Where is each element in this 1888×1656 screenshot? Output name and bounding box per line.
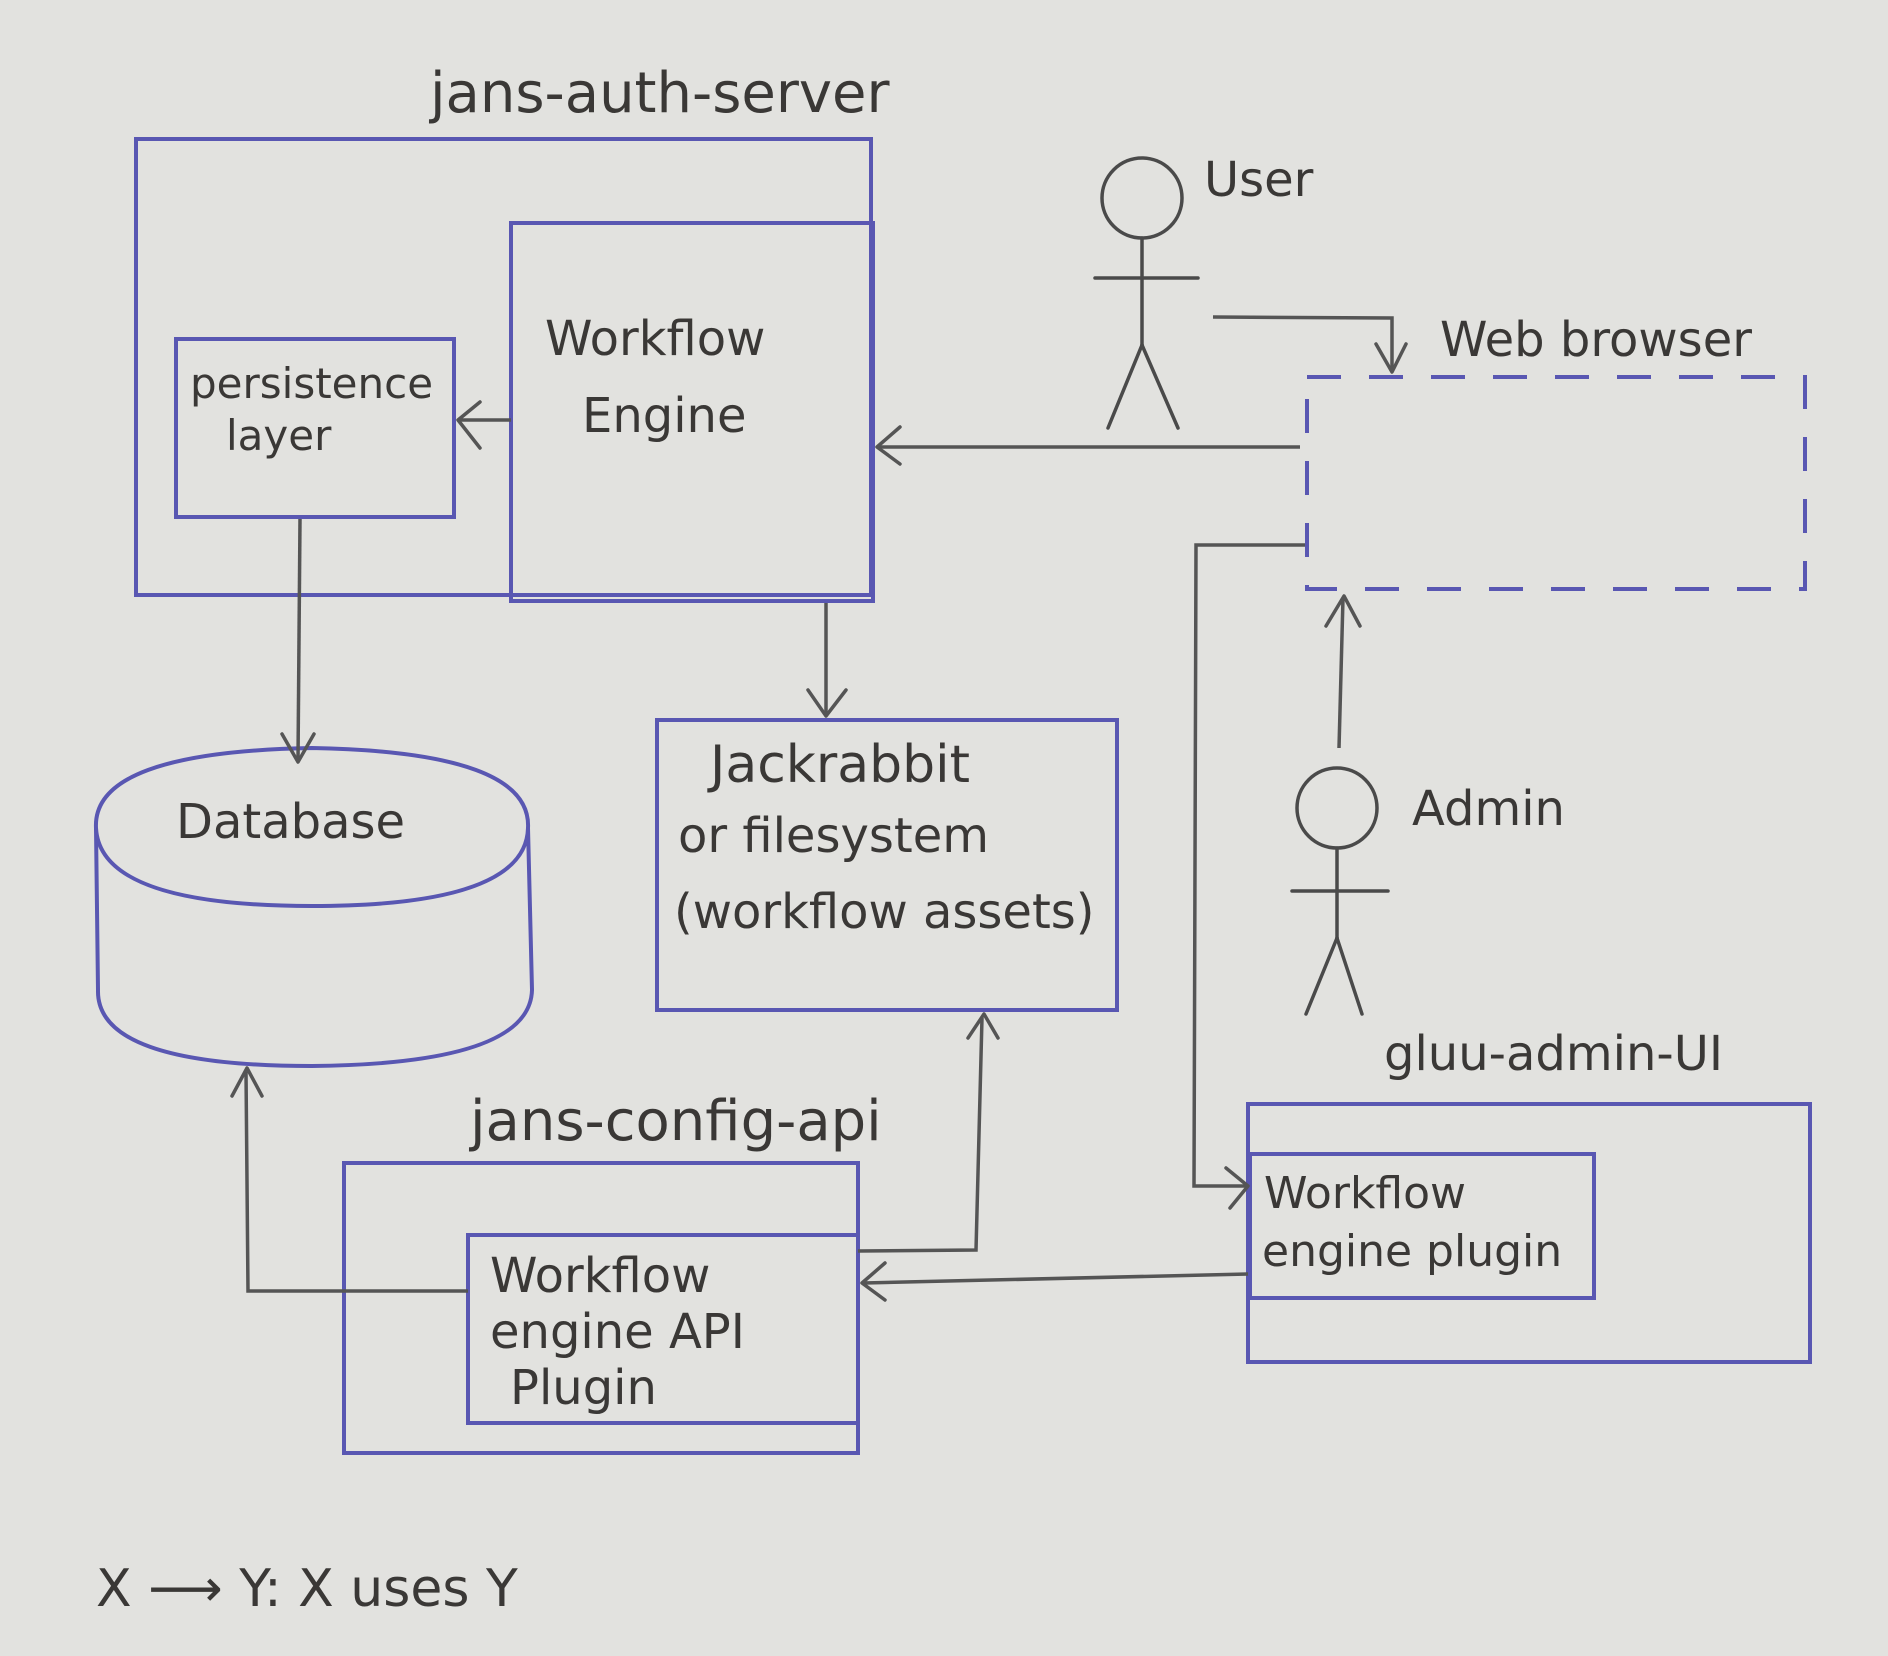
- admin-plugin-label-line1: Workflow: [1264, 1168, 1466, 1219]
- admin-ui-title: gluu-admin-UI: [1384, 1026, 1723, 1082]
- config-plugin-box: [466, 1233, 860, 1425]
- edge-config-plugin-to-storage: [857, 1012, 1000, 1253]
- legend-text: X ⟶ Y: X uses Y: [96, 1559, 518, 1619]
- edge-admin-to-browser: [1324, 594, 1362, 749]
- database-label: Database: [176, 794, 405, 850]
- edge-admin-plugin-to-config-plugin: [860, 1261, 1249, 1302]
- edge-browser-to-admin-plugin: [1192, 543, 1305, 1210]
- config-plugin-label-line2: engine API: [490, 1304, 745, 1360]
- persistence-layer-box: [174, 337, 456, 519]
- user-label: User: [1204, 152, 1314, 208]
- edge-browser-to-engine: [875, 425, 1300, 466]
- edge-user-to-browser: [1212, 315, 1408, 374]
- persistence-layer-label-line1: persistence: [190, 359, 433, 408]
- workflow-engine-label-line2: Engine: [582, 388, 747, 444]
- storage-box: [655, 718, 1119, 1012]
- auth-server-title: jans-auth-server: [428, 61, 890, 126]
- admin-plugin-box: [1248, 1152, 1596, 1300]
- user-actor-icon: [1093, 156, 1200, 430]
- config-plugin-label-line1: Workflow: [490, 1248, 710, 1304]
- storage-label-line2: or filesystem: [678, 808, 989, 864]
- persistence-layer-label-line2: layer: [226, 411, 332, 460]
- edge-engine-to-persistence: [456, 400, 511, 450]
- database-cylinder: [93, 745, 535, 1069]
- storage-label-line1: Jackrabbit: [707, 735, 970, 795]
- web-browser-box: [1305, 375, 1807, 591]
- edge-persistence-to-database: [280, 518, 316, 764]
- workflow-engine-label-line1: Workflow: [545, 311, 765, 367]
- web-browser-title: Web browser: [1440, 312, 1752, 368]
- admin-plugin-label-line2: engine plugin: [1262, 1226, 1562, 1277]
- config-plugin-label-line3: Plugin: [510, 1360, 657, 1416]
- edge-config-plugin-to-database: [230, 1066, 468, 1293]
- storage-label-line3: (workflow assets): [674, 884, 1095, 940]
- workflow-engine-box: [509, 221, 875, 603]
- edge-engine-to-storage: [806, 603, 848, 718]
- admin-actor-icon: [1290, 766, 1390, 1016]
- config-api-title: jans-config-api: [468, 1089, 882, 1154]
- admin-label: Admin: [1412, 781, 1565, 837]
